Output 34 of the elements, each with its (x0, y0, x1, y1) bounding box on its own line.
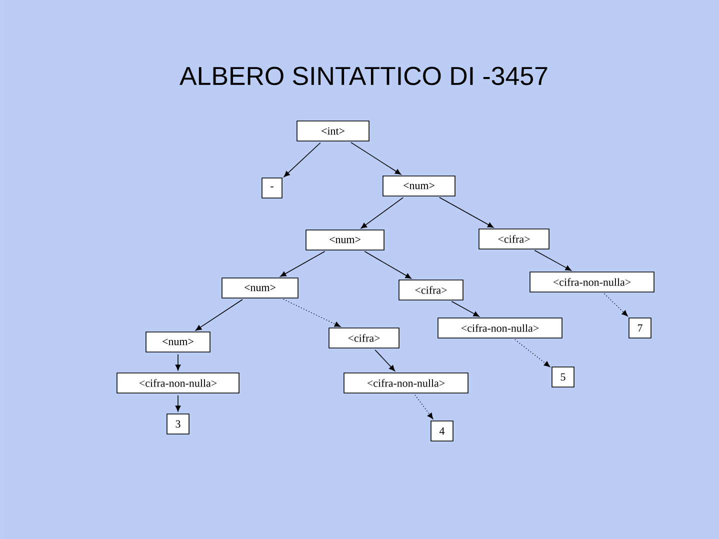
arrow (414, 394, 434, 420)
arrow (175, 394, 181, 412)
tree-node-box: 7 (628, 318, 652, 338)
arrow (195, 299, 243, 331)
tree-node-box: 5 (552, 366, 574, 388)
tree-node-box: <num> (222, 278, 298, 298)
tree-node-box: <cifra> (478, 228, 550, 250)
arrow (350, 142, 402, 175)
tree-node-box: <cifra-non-nulla> (530, 272, 654, 292)
arrow (283, 298, 341, 327)
tree-node-box: - (262, 178, 282, 198)
tree-node-box: <cifra-non-nulla> (344, 372, 468, 394)
arrow (438, 196, 494, 228)
tree-node-box: 3 (166, 414, 190, 434)
tree-node-box: <int> (296, 120, 370, 142)
arrow (175, 354, 181, 371)
arrow (364, 250, 412, 279)
tree-node-box: <num> (146, 332, 210, 352)
arrow (374, 349, 396, 372)
arrow (280, 250, 326, 277)
tree-node-box: <num> (382, 176, 456, 196)
tree-node-box: <num> (306, 230, 384, 250)
tree-node-box: <cifra-non-nulla> (116, 372, 240, 394)
tree-node-box: <cifra> (398, 280, 464, 300)
tree-node-box: <cifra> (328, 328, 400, 348)
title: ALBERO SINTATTICO DI -3457 (180, 66, 548, 86)
tree-node-box: <cifra-non-nulla> (438, 318, 562, 338)
arrow (451, 300, 480, 317)
tree-node-box: 4 (430, 420, 454, 442)
arrow (360, 197, 404, 229)
arrow (604, 293, 628, 316)
arrow (284, 142, 321, 177)
arrow (534, 250, 572, 271)
arrow (514, 339, 550, 368)
